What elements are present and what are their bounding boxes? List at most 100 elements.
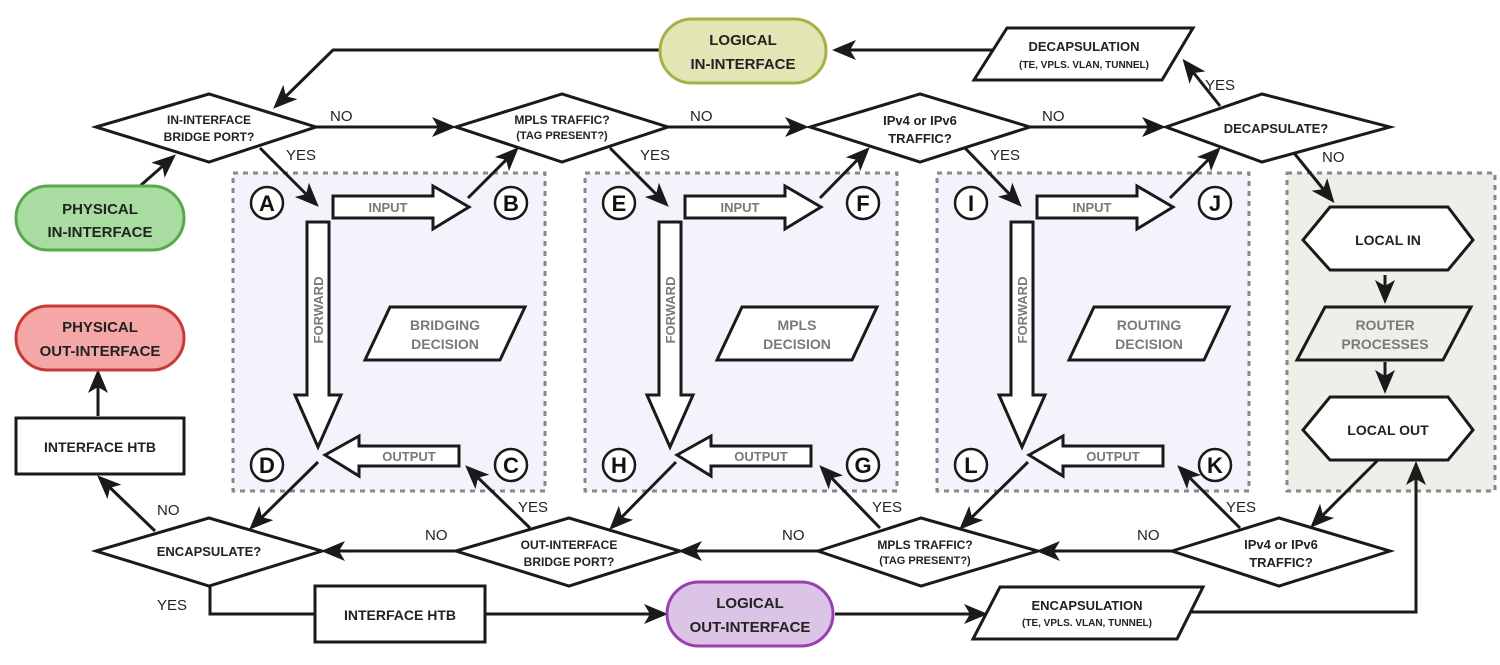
decision-line: BRIDGE PORT?: [164, 130, 255, 144]
edge-label-no: NO: [782, 527, 805, 544]
output-arrow-label: OUTPUT: [734, 449, 788, 464]
edge-label-no: NO: [330, 108, 353, 125]
box-label: INTERFACE HTB: [344, 607, 456, 623]
terminal-line: LOGICAL: [716, 595, 784, 612]
zone-decision-line: DECISION: [411, 336, 479, 352]
edge-label-no: NO: [157, 502, 180, 519]
edge-label-yes: YES: [872, 499, 902, 516]
point-marker-label: E: [612, 191, 627, 216]
io-line: ENCAPSULATION: [1032, 598, 1143, 613]
local-label: ROUTER: [1355, 317, 1414, 333]
input-arrow-label: INPUT: [369, 200, 408, 215]
edge-encap-to-local-out: [1190, 461, 1426, 614]
decision-out-ip: IPv4 or IPv6 TRAFFIC?: [1167, 516, 1396, 588]
point-marker-circle: [953, 185, 989, 221]
zone-decision-box: [362, 305, 528, 362]
forward-arrow-label: FORWARD: [311, 277, 326, 344]
point-marker-label: I: [968, 191, 974, 216]
decision-out-bridge-port: OUT-INTERFACE BRIDGE PORT?: [450, 516, 686, 588]
terminal-line: OUT-INTERFACE: [690, 619, 811, 636]
output-arrow-label: OUTPUT: [1086, 449, 1140, 464]
input-arrow: [683, 183, 824, 232]
edge-label-yes: YES: [640, 147, 670, 164]
edge-local-out-to-ip: [1310, 458, 1380, 528]
box-label: INTERFACE HTB: [44, 439, 156, 455]
zone-decision-line: ROUTING: [1117, 317, 1182, 333]
point-marker-label: L: [964, 453, 977, 478]
input-arrow: [331, 183, 472, 232]
decision-line: ENCAPSULATE?: [157, 544, 262, 559]
edge-label-no: NO: [690, 108, 713, 125]
point-marker-label: H: [611, 453, 627, 478]
edge-label-yes: YES: [990, 147, 1020, 164]
point-marker-circle: [249, 447, 285, 483]
edge-out-bridge-yes: [465, 465, 532, 530]
edge-d-to-encap: [249, 460, 320, 530]
edge-labels: NO YES NO YES NO YES YES NO YES NO YES N…: [157, 77, 1345, 614]
edge-label-yes: YES: [1226, 499, 1256, 516]
point-marker-label: F: [856, 191, 869, 216]
edge-out-ip-yes: [1177, 465, 1242, 530]
local-out: LOCAL OUT: [1301, 395, 1475, 462]
output-arrow: [674, 433, 813, 479]
box-interface-htb-left: INTERFACE HTB: [14, 416, 186, 476]
zone-decision-line: DECISION: [1115, 336, 1183, 352]
edge-f-to-ip: [818, 147, 870, 200]
zone-decision-line: MPLS: [778, 317, 817, 333]
decision-encapsulate: ENCAPSULATE?: [90, 516, 328, 588]
decision-line: IPv4 or IPv6: [1244, 537, 1318, 552]
local-label: PROCESSES: [1341, 336, 1428, 352]
decision-in-bridge-port: IN-INTERFACE BRIDGE PORT?: [90, 92, 321, 164]
decision-line: TRAFFIC?: [888, 131, 952, 146]
forward-arrow-label: FORWARD: [1015, 277, 1030, 344]
connectors: [88, 40, 1426, 624]
point-marker-label: B: [503, 191, 519, 216]
point-marker-label: D: [259, 453, 275, 478]
zone-decision-box: [1066, 305, 1232, 362]
edge-bridge-yes: [258, 146, 319, 207]
edge-mpls-yes: [608, 146, 669, 207]
io-encapsulation: ENCAPSULATION (TE, VPLS. VLAN, TUNNEL): [970, 585, 1206, 641]
terminal-logical-out: LOGICAL OUT-INTERFACE: [665, 580, 835, 648]
decision-decapsulate: DECAPSULATE?: [1161, 92, 1396, 164]
decision-line: DECAPSULATE?: [1224, 121, 1329, 136]
decision-line: IN-INTERFACE: [167, 113, 251, 127]
point-marker-circle: [493, 447, 529, 483]
decision-line: TRAFFIC?: [1249, 555, 1313, 570]
output-arrow: [322, 433, 461, 479]
edge-ip-yes: [963, 146, 1022, 207]
terminal-physical-in: PHYSICAL IN-INTERFACE: [14, 184, 186, 252]
point-marker-circle: [249, 185, 285, 221]
forward-arrow: [644, 220, 696, 451]
decision-line: BRIDGE PORT?: [524, 555, 615, 569]
decision-in-ip: IPv4 or IPv6 TRAFFIC?: [804, 92, 1036, 164]
point-marker-label: K: [1207, 453, 1223, 478]
point-marker-circle: [1197, 185, 1233, 221]
terminal-logical-in: LOGICAL IN-INTERFACE: [658, 17, 828, 85]
terminal-line: PHYSICAL: [62, 201, 138, 218]
forward-arrow: [292, 220, 344, 451]
io-line: (TE, VPLS. VLAN, TUNNEL): [1022, 618, 1152, 629]
output-arrow-label: OUTPUT: [382, 449, 436, 464]
point-marker-label: C: [503, 453, 519, 478]
terminal-physical-out: PHYSICAL OUT-INTERFACE: [14, 304, 186, 372]
edge-encap-no: [97, 475, 157, 533]
router-processes: ROUTER PROCESSES: [1294, 305, 1474, 362]
edge-phys-in-to-bridge: [139, 154, 177, 188]
edge-b-to-mpls: [466, 147, 519, 200]
point-marker-label: G: [854, 453, 871, 478]
decision-line: MPLS TRAFFIC?: [877, 538, 972, 552]
input-arrow-label: INPUT: [1073, 200, 1112, 215]
forward-arrow-label: FORWARD: [663, 277, 678, 344]
edge-label-no: NO: [1322, 149, 1345, 166]
point-marker-circle: [601, 447, 637, 483]
edge-encap-yes: [208, 585, 315, 616]
local-label: LOCAL OUT: [1347, 422, 1429, 438]
edge-h-to-out-bridge: [609, 460, 678, 530]
decision-line: (TAG PRESENT?): [516, 130, 608, 142]
decision-out-mpls: MPLS TRAFFIC? (TAG PRESENT?): [813, 516, 1044, 588]
decision-line: MPLS TRAFFIC?: [514, 113, 609, 127]
box-interface-htb-bottom: INTERFACE HTB: [313, 584, 487, 644]
point-marker-circle: [845, 447, 881, 483]
